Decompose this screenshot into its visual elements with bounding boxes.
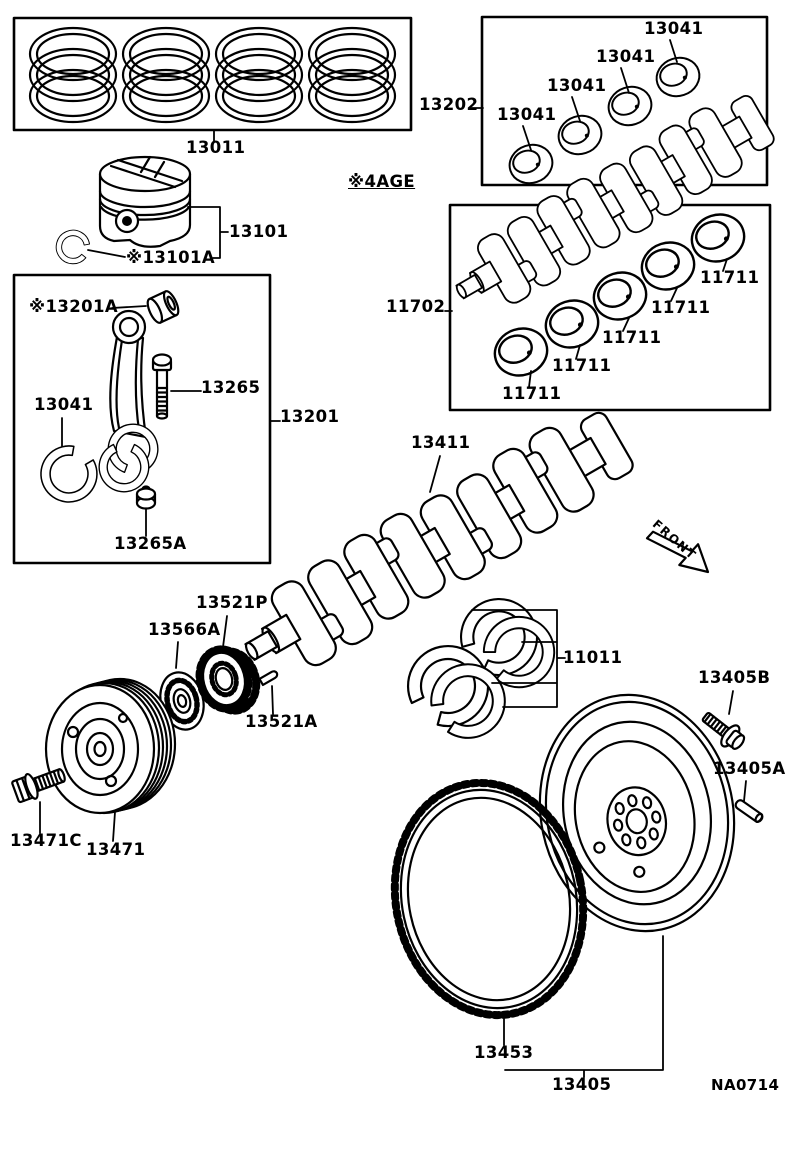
part-label-ring-set: 13011: [186, 138, 246, 157]
dowel-pin-drawing: [734, 799, 764, 823]
timing-sprocket-drawing: [195, 645, 261, 715]
part-label-rod-nut: 13265A: [114, 534, 187, 553]
upper-bearing-2: [602, 80, 658, 132]
snap-ring-drawing: [49, 223, 97, 271]
part-label-main-bearing-lower-3: 11711: [602, 328, 662, 347]
part-label-timing-sprocket: 13521P: [196, 593, 268, 612]
rod-bush-drawing: [146, 290, 180, 324]
part-label-pulley-bolt: 13471C: [10, 831, 82, 850]
rod-nut-drawing: [135, 485, 157, 510]
part-label-snap-ring: ※13101A: [126, 248, 216, 267]
part-label-connecting-rod: 13201: [280, 407, 340, 426]
part-label-main-bearing-lower-set: 11702: [386, 297, 446, 316]
piston-drawing: [98, 155, 192, 248]
flywheel-drawing: [538, 693, 736, 933]
piston-rings-drawing: [28, 26, 397, 124]
upper-bearing-3: [552, 109, 608, 161]
sprocket-guide-drawing: [159, 671, 205, 731]
upper-bearing-1: [650, 51, 706, 103]
part-label-main-bearing-lower-2: 11711: [651, 298, 711, 317]
crankshaft-key-drawing: [258, 670, 279, 687]
rod-bearing-drawing: [33, 438, 105, 510]
rod-box: [12, 273, 272, 565]
part-label-rod-bearing: 13041: [34, 395, 94, 414]
part-label-main-bearing-upper-set: 13202: [419, 95, 479, 114]
part-label-crankshaft-key: 13521A: [245, 712, 318, 731]
part-label-sprocket-guide: 13566A: [148, 620, 221, 639]
part-label-crankshaft: 13411: [411, 433, 471, 452]
leader-lines: [39, 39, 747, 1078]
lower-bearing-1: [684, 206, 752, 270]
flywheel-bolt-drawing: [701, 711, 746, 750]
pulley-drawing: [44, 677, 177, 815]
pulley-bolt-drawing: [11, 768, 66, 804]
part-label-thrust-washer-set: 11011: [563, 648, 623, 667]
part-label-ring-gear: 13453: [474, 1043, 534, 1062]
lower-bearing-5: [487, 320, 555, 384]
part-label-flywheel-pin: 13405A: [713, 759, 786, 778]
upper-bearing-4: [503, 138, 559, 190]
part-label-flywheel: 13405: [552, 1075, 612, 1094]
front-arrow: [645, 530, 710, 574]
ring-gear-drawing: [390, 778, 588, 1020]
part-label-main-bearing-lower-4: 11711: [552, 356, 612, 375]
part-label-main-bearing-upper-1: 13041: [644, 19, 704, 38]
rod-bolt-drawing: [151, 353, 173, 420]
part-label-piston: 13101: [229, 222, 289, 241]
ring-set-box: [12, 16, 413, 132]
part-label-flywheel-bolt: 13405B: [698, 668, 771, 687]
part-label-main-bearing-lower-5: 11711: [502, 384, 562, 403]
part-label-main-bearing-upper-2: 13041: [596, 47, 656, 66]
part-label-rod-bolt: 13265: [201, 378, 261, 397]
part-label-main-bearing-upper-4: 13041: [497, 105, 557, 124]
part-label-main-bearing-upper-3: 13041: [547, 76, 607, 95]
part-label-main-bearing-lower-1: 11711: [700, 268, 760, 287]
part-label-rod-bush: ※13201A: [29, 297, 119, 316]
part-label-pulley: 13471: [86, 840, 146, 859]
figure-code: NA0714: [711, 1076, 780, 1094]
engine-note: ※4AGE: [348, 172, 416, 191]
connecting-rod-drawing: [97, 309, 169, 485]
